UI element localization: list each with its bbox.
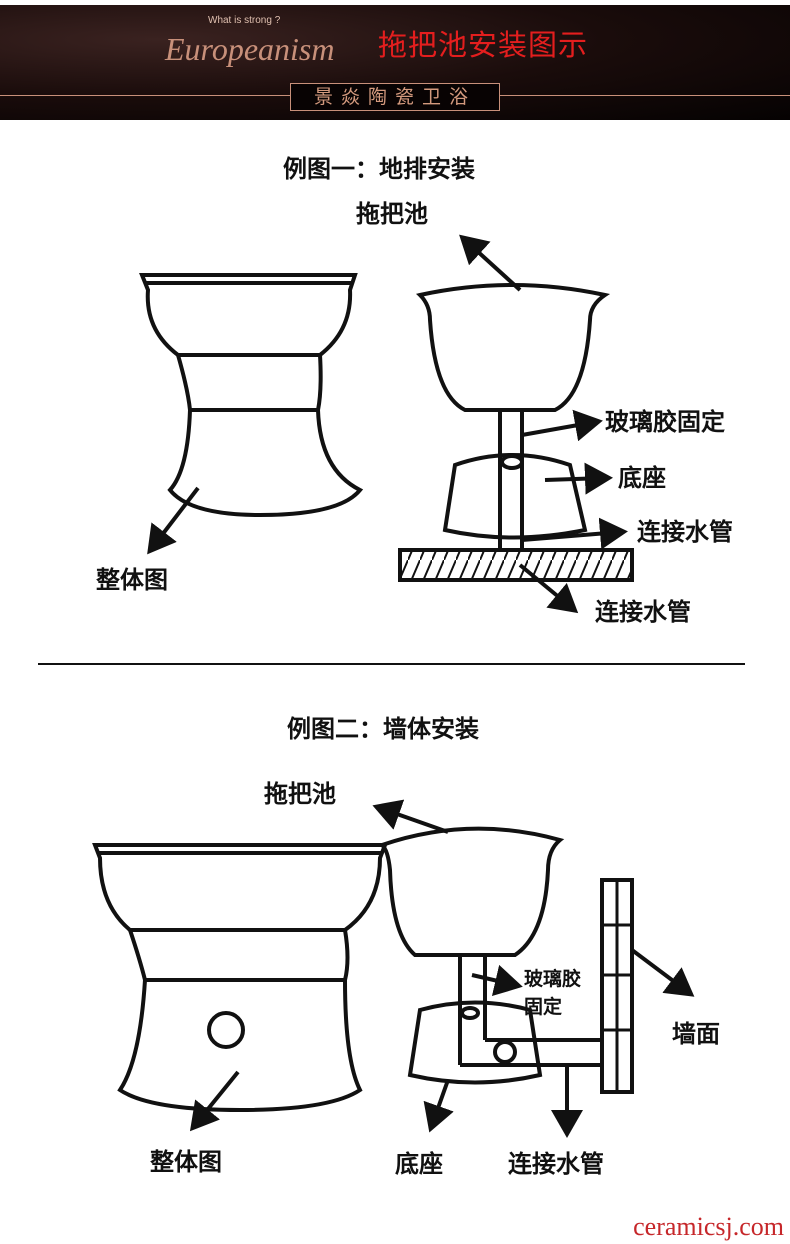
fig1-label-pipe-1: 连接水管 [637,518,733,546]
watermark: ceramicsj.com [633,1212,784,1241]
fig1-label-basin: 拖把池 [356,200,428,228]
fig1-title: 例图一：地排安装 [283,155,475,183]
fig1-label-base: 底座 [618,464,666,492]
fig2-whole-unit [92,843,388,1113]
brand-tagline: What is strong ? [208,15,281,26]
fig1-label-glue: 玻璃胶固定 [605,408,725,436]
fig2-arrows [189,799,695,1138]
fig1-label-whole: 整体图 [96,566,168,594]
fig2-label-glue-line2: 固定 [524,996,563,1018]
fig1-arrows [147,234,628,614]
banner-rule-left [0,95,290,96]
banner-rule-right [500,95,790,96]
fig2-label-glue-line1: 玻璃胶 [524,968,582,990]
fig1-label-pipe-2: 连接水管 [595,598,691,626]
section-divider [38,663,745,665]
fig2-label-whole: 整体图 [150,1148,222,1176]
fig2-label-base: 底座 [395,1150,443,1178]
fig2-label-wall: 墙面 [672,1020,720,1048]
company-name: 景焱陶瓷卫浴 [290,83,500,111]
fig2-title: 例图二：墙体安装 [287,715,479,743]
brand-logo: Europeanism [165,31,335,67]
fig2-label-pipe: 连接水管 [508,1150,604,1178]
fig1-exploded-view [398,283,634,582]
header-banner: What is strong ? Europeanism 拖把池安装图示 景焱陶… [0,5,790,120]
page-title: 拖把池安装图示 [378,28,589,62]
fig2-label-basin: 拖把池 [264,780,336,808]
fig1-whole-unit [139,273,364,518]
fig2-exploded-view [377,826,634,1094]
